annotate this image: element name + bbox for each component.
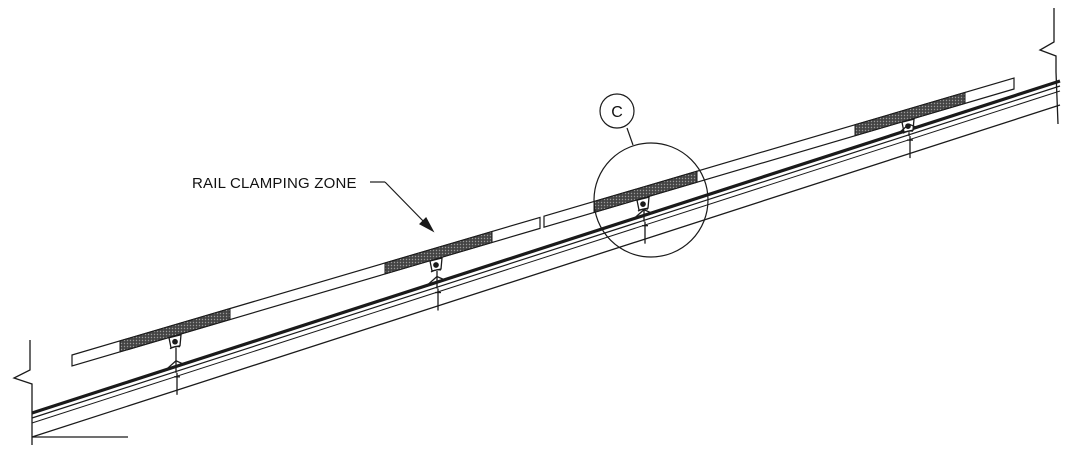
clamping-zone-3 <box>593 170 698 214</box>
clamping-zone-1 <box>119 307 231 353</box>
attachment-bracket-1 <box>166 333 186 395</box>
attachment-bracket-4 <box>899 118 919 159</box>
rail-clamping-zone-label: RAIL CLAMPING ZONE <box>192 175 357 192</box>
detail-c-callout <box>593 93 709 258</box>
detail-leader-line <box>626 127 634 146</box>
detail-tag-bubble <box>599 93 635 129</box>
rail-clamping-zones <box>119 91 966 353</box>
roof-deck <box>31 79 1061 438</box>
roof-attachment-brackets <box>166 118 919 395</box>
detail-circle <box>593 142 709 258</box>
attachment-bracket-3 <box>634 196 654 244</box>
clamping-zone-leader <box>370 181 435 233</box>
clamping-zone-2 <box>384 230 493 275</box>
attachment-bracket-2 <box>427 257 447 311</box>
clamping-zone-4 <box>854 91 966 137</box>
detail-tag-label: C <box>611 104 623 121</box>
left-break-line <box>12 340 128 445</box>
